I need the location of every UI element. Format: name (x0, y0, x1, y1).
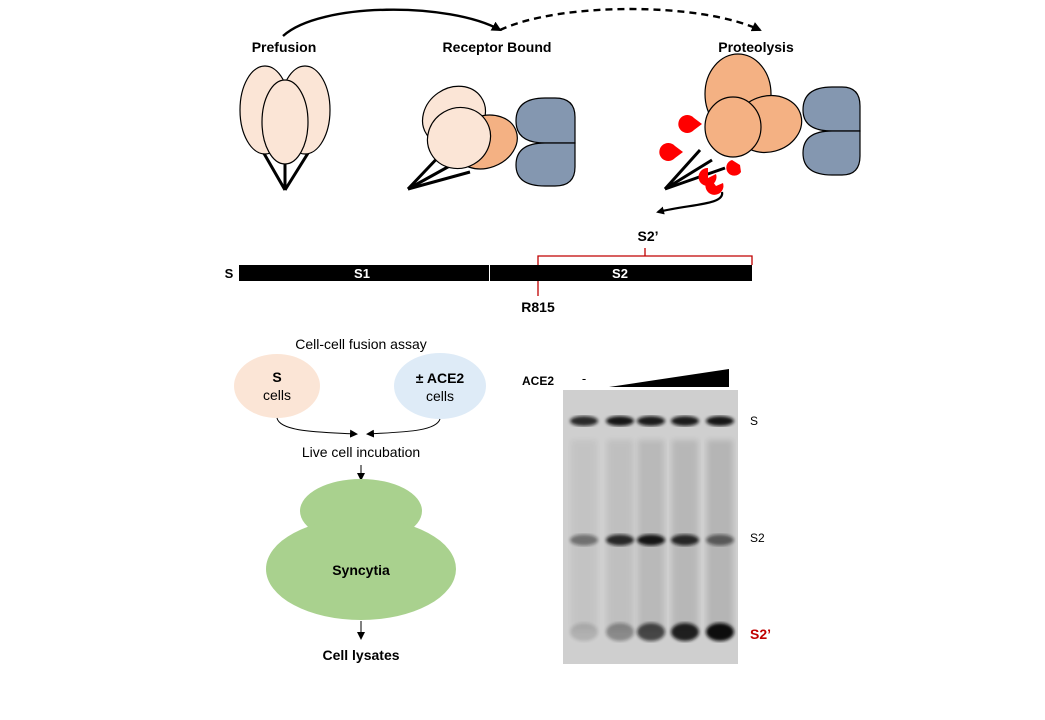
label-s2: S2 (612, 266, 628, 281)
label-s1: S1 (354, 266, 370, 281)
label-proteolysis: Proteolysis (718, 39, 794, 55)
ace2-cells-ellipse (394, 353, 486, 419)
band-label-s2-prime: S2’ (750, 626, 771, 642)
band-label-s: S (750, 414, 758, 428)
band-s2-prime (570, 623, 598, 641)
assay-title: Cell-cell fusion assay (295, 336, 427, 352)
ace2-receptor-1 (515, 97, 576, 187)
s-cells-label: cells (263, 387, 291, 403)
blot-bands (570, 416, 734, 641)
band-s2-prime (637, 623, 665, 641)
lysates-label: Cell lysates (322, 647, 399, 663)
protease-icons (659, 115, 741, 195)
arrow-prefusion-to-bound (282, 8, 502, 37)
s-cells-title: S (272, 369, 281, 385)
label-s2-prime-top: S2’ (637, 228, 658, 244)
band-s2 (606, 534, 634, 546)
ace2-cells-label: cells (426, 388, 454, 404)
receptor-bound-spike (406, 85, 518, 191)
band-label-s2: S2 (750, 531, 765, 545)
band-s (706, 416, 734, 426)
protease-icon (705, 178, 724, 195)
label-s-bar: S (225, 266, 234, 281)
label-r815: R815 (521, 299, 555, 315)
band-s2 (570, 534, 598, 546)
band-s2 (671, 534, 699, 546)
band-s2-prime (671, 623, 699, 641)
assay-incubation: Live cell incubation (302, 444, 420, 460)
ace2-gradient-wedge (609, 369, 729, 387)
band-s (570, 416, 598, 426)
arrow-bound-to-proteolysis (499, 7, 762, 32)
proteolysis-spike (663, 53, 803, 191)
syncytia-shape (266, 479, 456, 620)
s-cells-ellipse (234, 354, 320, 418)
label-receptor-bound: Receptor Bound (443, 39, 552, 55)
band-s2-prime (606, 623, 634, 641)
prefusion-spike (239, 65, 331, 191)
domain-bar-s2 (490, 265, 752, 281)
band-s (671, 416, 699, 426)
protease-icon (678, 115, 702, 133)
blot-ace2-label: ACE2 (522, 374, 554, 388)
band-s (637, 416, 665, 426)
band-s2 (637, 534, 665, 546)
syncytia-label: Syncytia (332, 562, 390, 578)
ace2-cells-title: ± ACE2 (416, 370, 465, 386)
domain-bar-s1 (239, 265, 489, 281)
protease-icon (659, 143, 683, 161)
label-prefusion: Prefusion (252, 39, 317, 55)
blot-minus-label: - (582, 371, 586, 386)
ace2-receptor-2 (802, 86, 861, 176)
arrow-ace2-cells-merge (366, 418, 441, 438)
arrow-to-s2-prime (656, 191, 724, 215)
band-s (606, 416, 634, 426)
protease-icon (726, 160, 741, 176)
band-s2 (706, 534, 734, 546)
arrow-s-cells-merge (276, 417, 358, 438)
band-s2-prime (706, 623, 734, 641)
